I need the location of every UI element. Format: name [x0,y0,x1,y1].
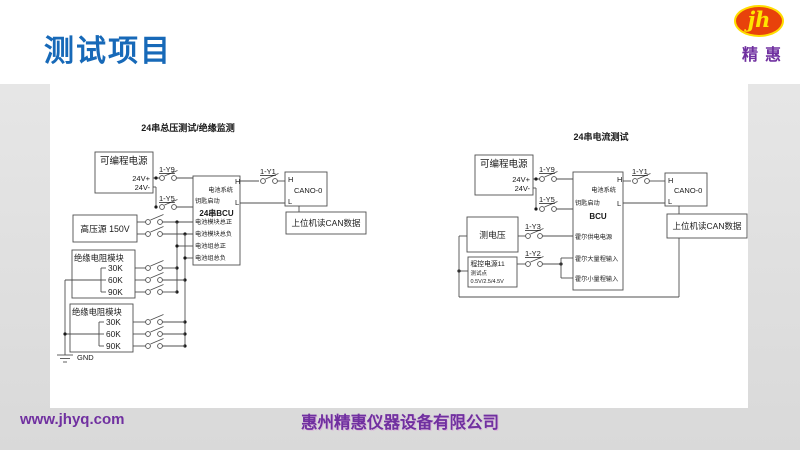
res-module1-30k: 30K [108,263,123,273]
res-module2-box [69,303,134,353]
left-bcu-terminal-1: 电池模块总正 [195,218,232,226]
left-can-box [284,171,328,207]
left-switch-1y9-label: 1-Y9 [159,165,175,174]
right-power-supply-box [474,154,534,196]
left-diagram-title: 24串总压测试/绝缘监测 [141,122,235,133]
program-source-line3: 0.5V/2.5/4.5V [471,279,505,285]
left-host-label: 上位机读CAN数据 [292,218,361,228]
left-bcu-sys-label: 电池系统 [208,186,233,194]
right-switch-1y1-label: 1-Y1 [632,167,648,176]
right-switch-1y2: 1-Y2 [517,249,561,267]
right-can-name: CANO-0 [674,186,702,195]
right-switch-1y5-label: 1-Y5 [539,195,555,204]
right-bcu-box [572,171,624,291]
hv-switch-2 [137,226,193,237]
right-bcu-terminal-3: 霍尔小量程输入 [575,275,618,283]
res-module2-label: 绝缘电阻模块 [72,307,122,317]
res-module1-90k: 90K [108,287,123,297]
right-power-supply-label: 可编程电源 [480,158,528,170]
right-can-l: L [668,197,672,206]
right-bcu-terminal-1: 霍尔供电电源 [575,233,612,241]
hv-source-label: 高压源 150V [80,223,130,234]
res-module1-label: 绝缘电阻模块 [74,253,124,263]
right-bcu-h: H [617,175,622,184]
left-can-h: H [288,175,293,184]
right-bcu-name: BCU [589,212,607,221]
page-title: 测试项目 [44,35,172,68]
right-power-minus-label: 24V- [515,184,531,193]
right-host-label: 上位机读CAN数据 [673,221,742,231]
right-bcu-terminal-2: 霍尔大量程输入 [575,255,618,263]
right-diagram: 24串电流测试 可编程电源 24V+ 24V- 1-Y9 [457,131,748,298]
res-module2-60k: 60K [106,329,121,339]
left-power-plus-label: 24V+ [132,174,150,183]
right-host-box [666,213,748,239]
right-power-plus-label: 24V+ [512,175,530,184]
left-bcu-terminal-4: 电池组总负 [195,254,226,262]
hall-branch-wires [559,257,573,279]
res-module2-30k: 30K [106,317,121,327]
company-logo-icon: jh [734,5,784,37]
res-module2-switches [133,314,185,349]
left-bcu-l: L [235,198,239,207]
left-bcu-terminal-2: 电池模块总负 [195,230,232,238]
right-bcu-l: L [617,199,621,208]
right-switch-1y9-label: 1-Y9 [539,165,555,174]
res-module1-switches [135,260,185,295]
hv-source-box [72,214,138,243]
left-switch-1y5: 1-Y5 [153,186,193,210]
gnd-label: GND [77,353,94,362]
right-diagram-title: 24串电流测试 [573,131,628,142]
website-url: www.jhyq.com [20,411,125,428]
left-switch-1y1: 1-Y1 [240,167,285,184]
logo-name: 精惠 [742,47,789,64]
company-name: 惠州精惠仪器设备有限公司 [301,414,499,432]
right-switch-1y2-label: 1-Y2 [525,249,541,258]
left-switch-1y1-label: 1-Y1 [260,167,276,176]
program-source-line2: 测试点 [471,269,488,277]
left-bcu-box [192,175,241,266]
logo-initials: jh [747,7,771,32]
left-bcu-name: 24串BCU [199,208,233,218]
left-bcu-key-label: 钥匙启动 [195,197,220,205]
right-switch-1y1: 1-Y1 [623,167,665,184]
content-panel [50,84,748,408]
measure-voltage-box [466,216,519,253]
left-bcu-terminal-3: 电池组总正 [195,242,226,250]
right-switch-1y3-label: 1-Y3 [525,222,541,231]
right-switch-1y5: 1-Y5 [533,187,573,212]
right-can-h: H [668,176,673,185]
right-switch-1y9: 1-Y9 [533,165,573,182]
res-module1-60k: 60K [108,275,123,285]
right-bcu-key-label: 钥匙启动 [575,199,600,207]
measure-voltage-label: 测电压 [479,229,506,240]
hv-switch-1 [137,214,193,225]
left-power-minus-label: 24V- [135,183,151,192]
right-can-box [664,172,708,207]
right-return-bus [457,235,680,298]
program-source-box [467,256,518,288]
right-bcu-sys-label: 电池系统 [591,186,616,194]
left-power-supply-label: 可编程电源 [100,155,148,167]
left-can-l: L [288,197,292,206]
bus-negative [183,234,193,348]
left-switch-1y5-label: 1-Y5 [159,194,175,203]
program-source-label: 程控电源11 [471,259,505,268]
left-diagram: 24串总压测试/绝缘监测 可编程电源 24V+ 24V- 1-Y9 [57,122,367,363]
left-can-name: CANO-0 [294,186,322,195]
left-power-supply-box [94,151,154,194]
left-host-box [285,211,367,235]
res-module1-box [71,249,136,299]
left-switch-1y9: 1-Y9 [153,165,193,181]
res-module2-90k: 90K [106,341,121,351]
header-band [0,0,800,84]
ground-symbol [57,280,73,363]
left-bcu-h: H [235,177,240,186]
right-switch-1y3: 1-Y3 [518,222,573,239]
